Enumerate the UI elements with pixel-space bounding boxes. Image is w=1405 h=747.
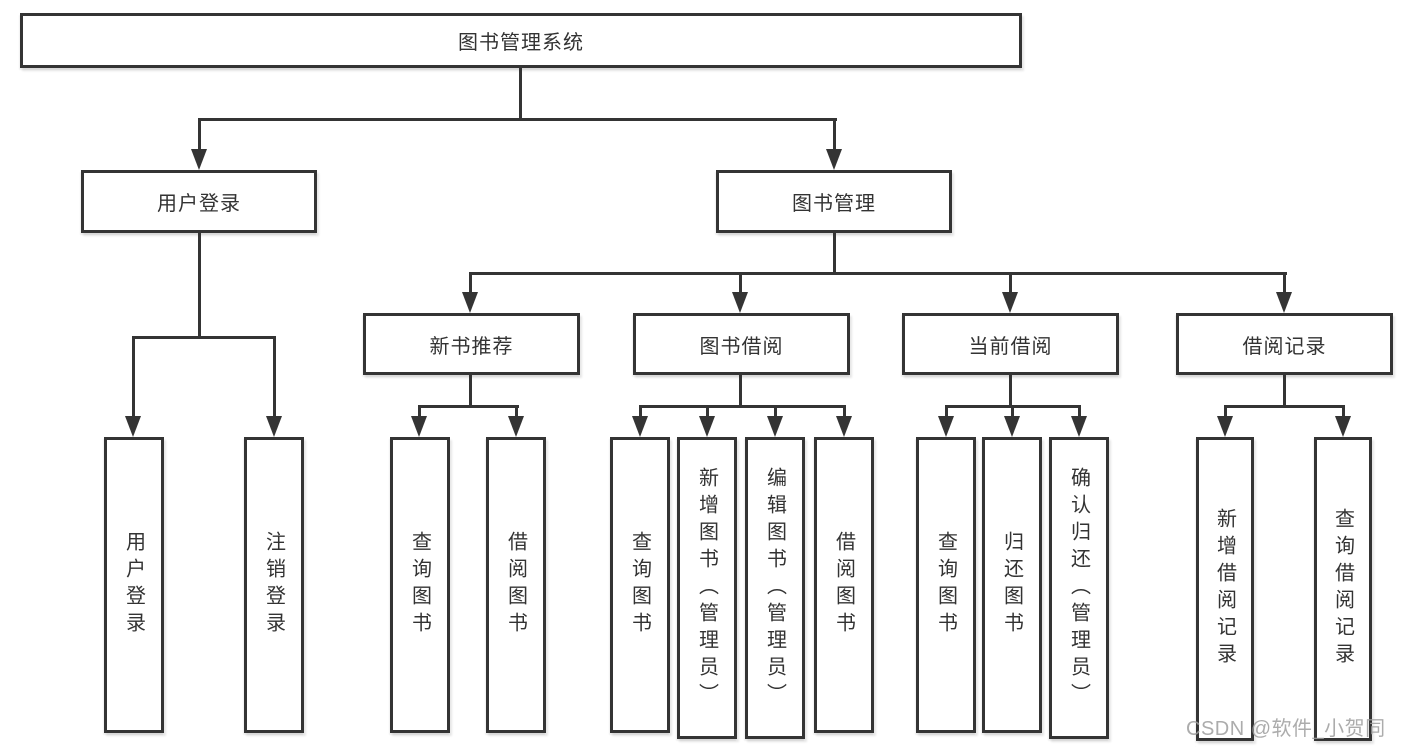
connector-new-book-rec-stem [469,375,472,408]
connector-drop-add-book [706,407,709,418]
leaf-query-book-current: 查询图书 [916,437,976,733]
connector-borrow-records-bar [1224,405,1345,408]
connector-drop-borrow-records [1283,274,1286,294]
connector-drop-leaf-user-login [132,338,135,418]
arrowhead-borrow-book-rec [508,416,524,437]
arrowhead-book-management [826,149,842,170]
connector-drop-new-book-rec [469,274,472,294]
arrowhead-add-record [1217,416,1233,437]
arrowhead-return-book [1004,416,1020,437]
node-root-system: 图书管理系统 [20,13,1022,68]
leaf-user-login: 用户登录 [104,437,164,733]
arrowhead-query-book-borrow [632,416,648,437]
connector-drop-query-book-borrow [639,407,642,418]
arrowhead-query-book-current [938,416,954,437]
connector-book-management-stem [833,233,836,274]
connector-drop-return-book [1011,407,1014,418]
arrowhead-add-book [699,416,715,437]
leaf-logout: 注销登录 [244,437,304,733]
connector-book-borrow-stem [739,375,742,408]
arrowhead-leaf-user-login [125,416,141,437]
connector-drop-query-book-current [945,407,948,418]
arrowhead-borrow-book [836,416,852,437]
arrowhead-current-borrow [1002,292,1018,313]
connector-drop-query-record [1342,407,1345,418]
node-book-management-branch: 图书管理 [716,170,952,233]
connector-drop-leaf-logout [273,338,276,418]
connector-drop-add-record [1224,407,1227,418]
leaf-query-book-rec: 查询图书 [390,437,450,733]
connector-drop-book-management [833,120,836,152]
node-user-login-branch: 用户登录 [81,170,317,233]
leaf-add-borrow-record: 新增借阅记录 [1196,437,1254,741]
arrowhead-leaf-logout [266,416,282,437]
connector-drop-current-borrow [1009,274,1012,294]
node-current-borrow: 当前借阅 [902,313,1119,375]
leaf-borrow-book-rec: 借阅图书 [486,437,546,733]
connector-drop-book-borrow [739,274,742,294]
arrowhead-new-book-rec [462,292,478,313]
connector-user-login-stem [198,233,201,337]
connector-drop-edit-book [774,407,777,418]
connector-book-borrow-bar [639,405,846,408]
connector-root-stem [519,68,522,120]
connector-user-login-bar [132,336,276,339]
arrowhead-borrow-records [1276,292,1292,313]
arrowhead-query-book-rec [411,416,427,437]
leaf-add-book-admin: 新增图书（管理员） [677,437,737,739]
node-borrow-records: 借阅记录 [1176,313,1393,375]
leaf-edit-book-admin: 编辑图书（管理员） [745,437,805,739]
node-book-borrow: 图书借阅 [633,313,850,375]
leaf-confirm-return-admin: 确认归还（管理员） [1049,437,1109,739]
leaf-query-borrow-record: 查询借阅记录 [1314,437,1372,741]
connector-level2-bar [198,118,837,121]
connector-drop-confirm-return [1078,407,1081,418]
arrowhead-book-borrow [732,292,748,313]
connector-drop-query-book-rec [418,407,421,418]
connector-current-borrow-bar [945,405,1081,408]
connector-new-book-rec-bar [418,405,519,408]
node-new-book-recommendation: 新书推荐 [363,313,580,375]
leaf-return-book: 归还图书 [982,437,1042,733]
arrowhead-edit-book [767,416,783,437]
connector-level3-bar [469,272,1287,275]
leaf-borrow-book: 借阅图书 [814,437,874,733]
connector-drop-borrow-book [843,407,846,418]
csdn-watermark: CSDN @软件_小贺同学 [1186,718,1386,740]
arrowhead-query-record [1335,416,1351,437]
connector-drop-user-login [198,120,201,152]
arrowhead-user-login [191,149,207,170]
connector-borrow-records-stem [1283,375,1286,408]
leaf-query-book-borrow: 查询图书 [610,437,670,733]
connector-current-borrow-stem [1009,375,1012,408]
connector-drop-borrow-book-rec [515,407,518,418]
arrowhead-confirm-return [1071,416,1087,437]
